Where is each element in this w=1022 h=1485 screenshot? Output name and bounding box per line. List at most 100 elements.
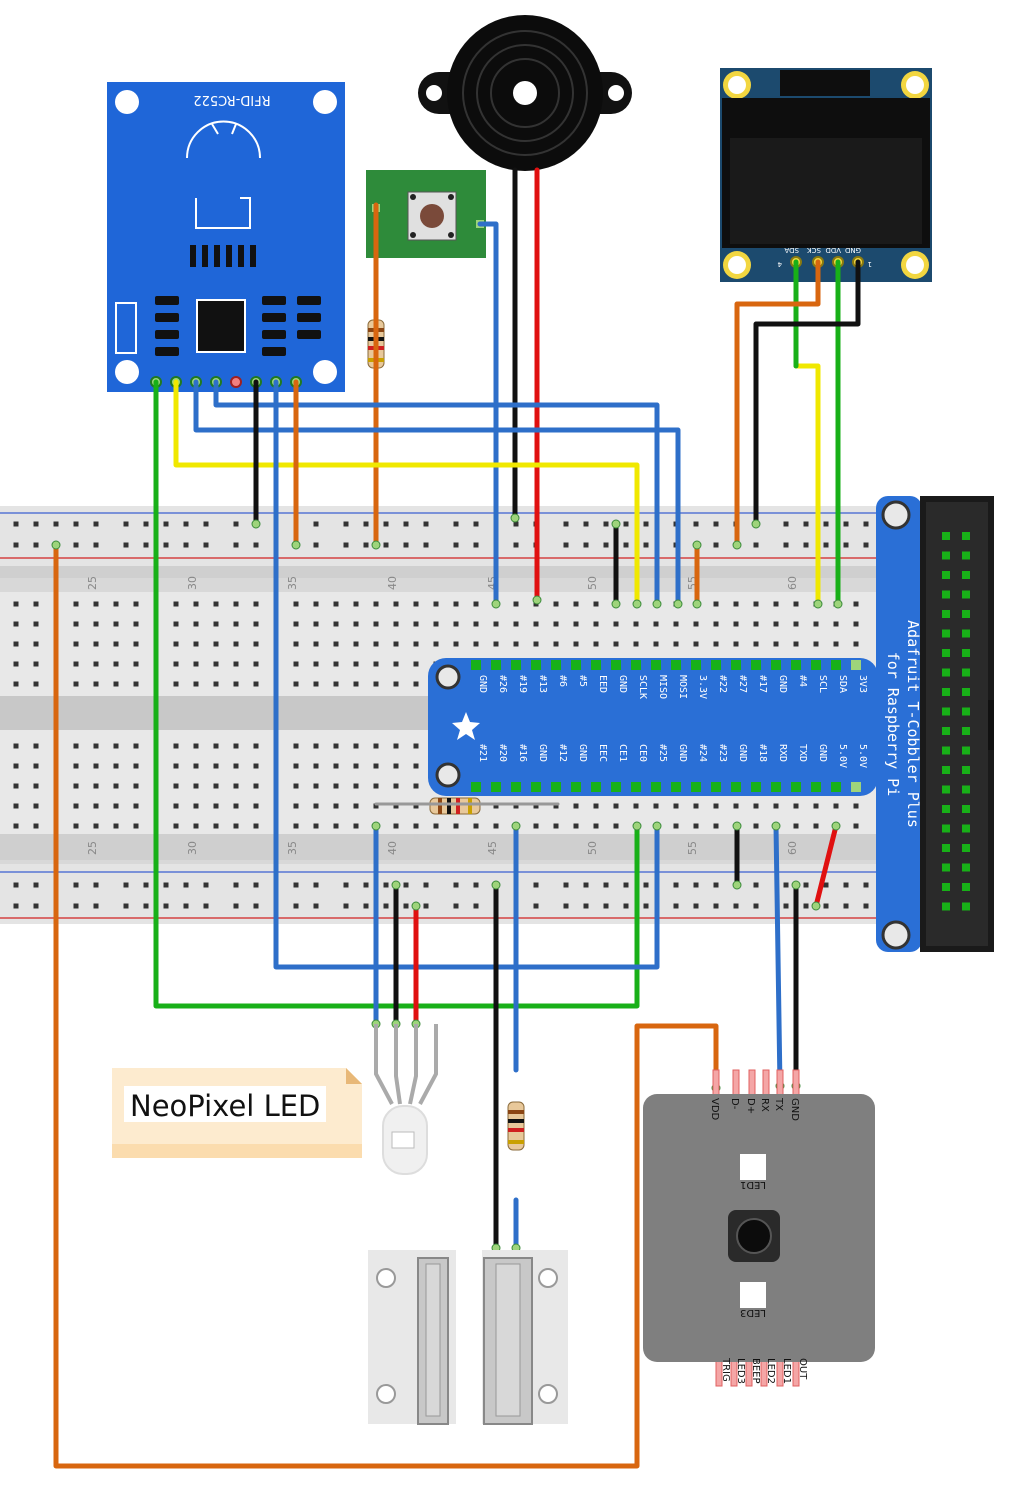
wire-endpoint	[652, 599, 662, 609]
gpio-header-pins	[942, 532, 970, 911]
cobbler-pin	[611, 782, 621, 792]
reader-pin-label: OUT	[797, 1358, 808, 1380]
rfid-mount-hole	[115, 360, 139, 384]
cobbler-pin-label: GND	[477, 675, 488, 693]
cobbler-pin	[551, 782, 561, 792]
oled-wire-orange	[734, 259, 821, 548]
cobbler-pin-label: #25	[657, 744, 668, 762]
wire-endpoint	[510, 513, 520, 523]
cobbler-pin	[551, 660, 561, 670]
cobbler-pin-label: #17	[757, 675, 768, 693]
wire-endpoint	[611, 599, 621, 609]
wire-endpoint	[732, 540, 742, 550]
cobbler-pin-label: #12	[557, 744, 568, 762]
cobbler-pin-label: GND	[577, 744, 588, 762]
wire-endpoint	[251, 519, 261, 529]
reader-pin	[712, 1069, 720, 1097]
resistor	[429, 797, 481, 815]
cobbler-pin	[691, 782, 701, 792]
reader-led1	[740, 1154, 766, 1180]
column-number: 35	[286, 841, 299, 855]
cobbler-pin-label: EEC	[597, 744, 608, 762]
reader-led1-label: LED1	[740, 1179, 766, 1190]
oled-pin-number: 1	[868, 260, 872, 268]
cobbler-pin	[651, 782, 661, 792]
oled-pin-label: SCK	[807, 246, 821, 254]
cobbler-pin-label: GND	[777, 675, 788, 693]
cobbler-pin-label: #16	[517, 744, 528, 762]
column-number: 35	[286, 576, 299, 590]
wire-endpoint	[732, 821, 742, 831]
wire-endpoint	[692, 599, 702, 609]
rfid-wire-blue	[193, 379, 681, 607]
column-number: 25	[86, 841, 99, 855]
cobbler-pin-label: #26	[497, 675, 508, 693]
cobbler-pin	[631, 660, 641, 670]
bottom-power-rails	[0, 864, 900, 924]
reader-wire-orange	[53, 542, 719, 1469]
cobbler-pin	[531, 782, 541, 792]
column-number: 30	[186, 576, 199, 590]
reader-pin	[732, 1069, 740, 1097]
neopixel-note-text: NeoPixel LED	[130, 1089, 320, 1123]
cobbler-pin-label: 3V3	[857, 675, 868, 693]
cobbler-board-left	[428, 658, 878, 796]
cobbler-mount-hole	[881, 500, 911, 530]
cobbler-pin	[671, 660, 681, 670]
rfid-crystal	[115, 302, 137, 354]
reader-pin-label: LED3	[735, 1358, 746, 1384]
cobbler-pin	[851, 782, 861, 792]
wire-endpoint	[632, 599, 642, 609]
column-number: 60	[786, 841, 799, 855]
rfid-mount-hole	[313, 90, 337, 114]
column-number: 60	[786, 576, 799, 590]
cobbler-pin	[591, 660, 601, 670]
piezo-buzzer	[418, 15, 632, 171]
wire-endpoint	[632, 821, 642, 831]
cobbler-pin	[491, 782, 501, 792]
reader-top-pins	[712, 1069, 800, 1097]
wire-endpoint	[371, 540, 381, 550]
column-number: 40	[386, 576, 399, 590]
wire-endpoint	[831, 821, 841, 831]
wire-endpoint	[813, 599, 823, 609]
cobbler-pin-label: #19	[517, 675, 528, 693]
wire-endpoint	[692, 540, 702, 550]
cobbler-pin-label: MISO	[657, 675, 668, 699]
reader-pin-label: RX	[759, 1098, 770, 1112]
column-number: 40	[386, 841, 399, 855]
top-power-rails	[0, 506, 900, 566]
wire-endpoint	[491, 880, 501, 890]
resistor	[507, 1101, 525, 1151]
cobbler-pin	[511, 782, 521, 792]
wire-endpoint	[771, 821, 781, 831]
cobbler-pin	[771, 782, 781, 792]
column-number: 45	[486, 841, 499, 855]
cobbler-pin	[851, 660, 861, 670]
cobbler-pin	[731, 782, 741, 792]
cobbler-pin-label: #24	[697, 744, 708, 762]
cobbler-pin	[791, 660, 801, 670]
buzzer-center	[513, 81, 537, 105]
cobbler-pin	[711, 782, 721, 792]
reader-pin-label: BEEP	[750, 1358, 761, 1384]
column-number: 50	[586, 841, 599, 855]
cobbler-pin	[691, 660, 701, 670]
wire-endpoint	[391, 880, 401, 890]
wire-endpoint	[732, 880, 742, 890]
wire-endpoint	[291, 540, 301, 550]
rfid-wire-yellow	[173, 379, 640, 607]
cobbler-pin-label: GND	[817, 744, 828, 762]
antenna-icon	[186, 120, 261, 229]
cobbler-pin	[811, 782, 821, 792]
cobbler-mount-hole	[435, 664, 461, 690]
cobbler-title-line1: Adafruit T-Cobbler Plus	[904, 620, 922, 828]
cobbler-pin	[611, 660, 621, 670]
oled-pin-label: GND	[845, 246, 861, 254]
rfid-label: RFID-RC522	[193, 92, 270, 107]
cobbler-board-right	[876, 496, 922, 952]
button-cap	[420, 204, 444, 228]
